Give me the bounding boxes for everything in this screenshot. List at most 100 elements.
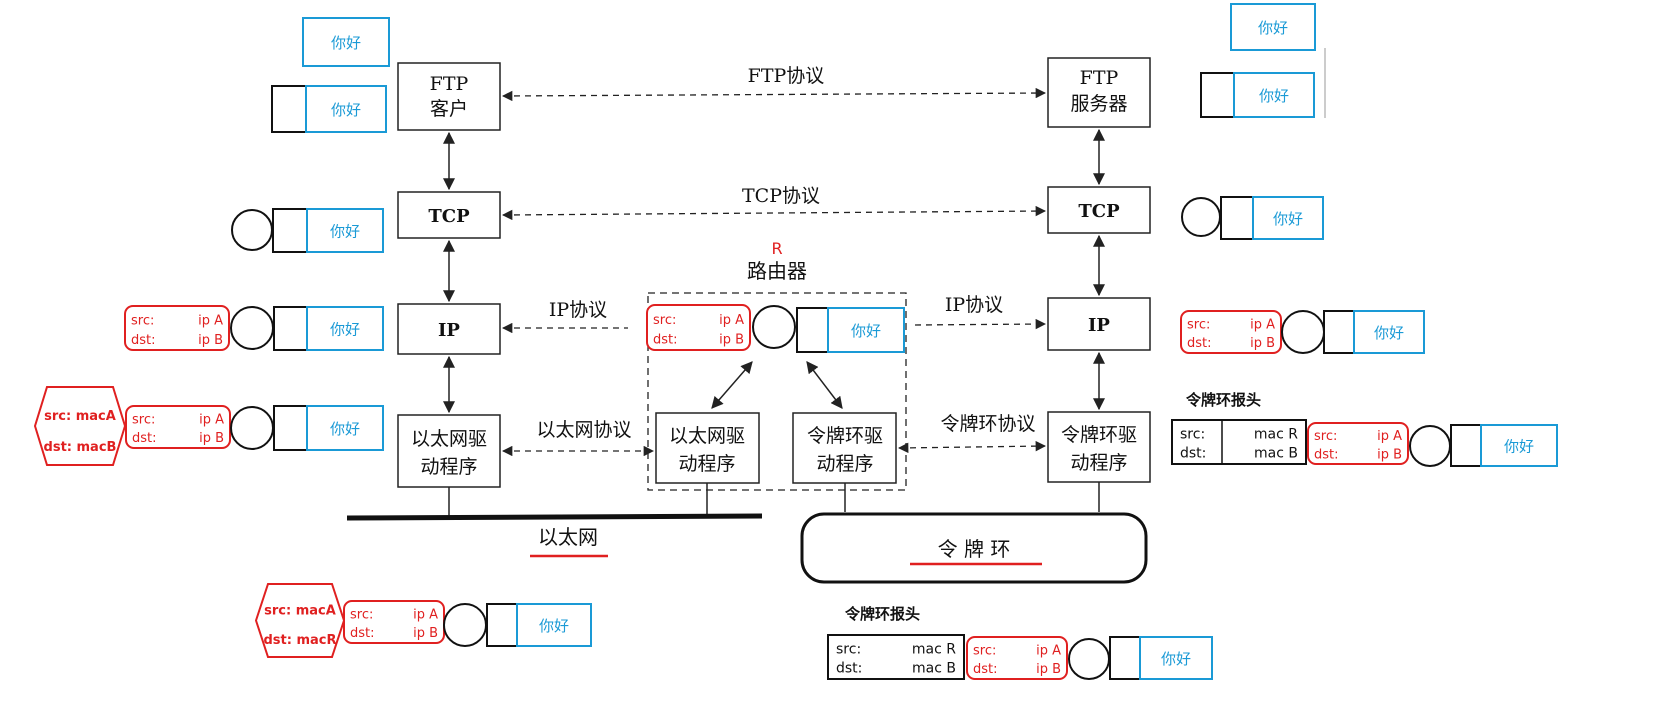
payload-box (306, 306, 384, 351)
ip-header-box (1307, 422, 1409, 465)
svg-text:动程序: 动程序 (420, 456, 477, 478)
svg-text:FTP: FTP (1080, 67, 1119, 89)
payload-text: 你好 (1161, 650, 1191, 668)
ip-dst-label: dst: (131, 333, 156, 348)
ip-src-label: src: (1314, 429, 1337, 444)
payload-box (305, 85, 387, 133)
svg-text:令牌环驱: 令牌环驱 (1061, 424, 1137, 446)
ip-dst-label: dst: (132, 431, 157, 446)
svg-text:令牌环驱: 令牌环驱 (807, 425, 883, 447)
ip-dst-value: ip B (413, 626, 438, 641)
left-tcp-packet: 你好 (271, 85, 387, 133)
ethernet-header-hex (254, 583, 346, 658)
right-tcp-box: TCP (1047, 186, 1151, 234)
payload-box (1230, 3, 1316, 51)
ip-header-box (124, 305, 230, 351)
left-ftp-client-box: FTP 客户 (397, 62, 501, 131)
svg-text:动程序: 动程序 (1070, 452, 1127, 474)
svg-text:TCP: TCP (428, 206, 470, 227)
ip-dst-label: dst: (1314, 447, 1339, 462)
svg-text:服务器: 服务器 (1070, 93, 1127, 115)
tcp-header-square (1323, 310, 1355, 354)
eth-dst: dst: macR (263, 633, 336, 648)
right-ip-packet: 你好 (1181, 196, 1324, 240)
payload-box (306, 405, 384, 451)
right-ftp-server-box: FTP 服务器 (1047, 57, 1151, 128)
ip-src-label: src: (1187, 318, 1210, 333)
tcp-header-square (271, 85, 307, 133)
left-ethernet-driver-box: 以太网驱 动程序 (397, 414, 501, 488)
ethernet-header-hex (33, 386, 127, 466)
tcp-protocol-label: TCP协议 (742, 185, 820, 207)
token-protocol-label: 令牌环协议 (940, 413, 1035, 435)
ip-header-box (125, 405, 231, 449)
ip-header-box (966, 636, 1068, 680)
svg-text:以太网驱: 以太网驱 (669, 425, 745, 447)
right-app-packet: 你好 (1230, 3, 1316, 51)
router-ethernet-driver-box: 以太网驱 动程序 (655, 412, 760, 484)
ip-dst-label: dst: (1187, 336, 1212, 351)
ip-src-label: src: (131, 313, 154, 328)
ip-src-value: ip A (1036, 644, 1061, 659)
token-dst-value: mac B (912, 660, 956, 676)
ethernet-protocol-label: 以太网协议 (536, 419, 631, 441)
ip-left-protocol-label: IP协议 (549, 299, 607, 321)
ip-src-label: src: (350, 608, 373, 623)
svg-text:客户: 客户 (430, 98, 468, 120)
payload-box (1353, 310, 1425, 354)
left-ip-box: IP (397, 303, 501, 355)
ip-dst-value: ip B (1036, 662, 1061, 677)
ip-src-label: src: (973, 644, 996, 659)
token-protocol-arrow (897, 440, 1047, 454)
ip-dst-label: dst: (350, 626, 375, 641)
token-src-value: mac R (912, 641, 956, 657)
tcp-header-square (796, 307, 829, 353)
ip-src-value: ip A (199, 413, 224, 428)
ip-dst-label: dst: (973, 662, 998, 677)
payload-box (1233, 72, 1315, 118)
token-src-label: src: (1180, 426, 1205, 442)
ip-dst-label: dst: (653, 333, 678, 348)
eth-src: src: macA (44, 409, 116, 424)
token-header-box (827, 634, 965, 680)
svg-text:动程序: 动程序 (678, 453, 735, 475)
svg-text:以太网驱: 以太网驱 (411, 428, 487, 450)
ip-src-label: src: (653, 313, 676, 328)
router-eth-ip-arrow (711, 361, 753, 409)
ethernet-label: 以太网 (538, 525, 598, 549)
header-circle (230, 306, 274, 350)
payload-text: 你好 (1273, 210, 1303, 228)
tcp-header-square (486, 603, 518, 647)
tcp-header-square (1109, 636, 1141, 680)
token-ring-label: 令 牌 环 (938, 537, 1011, 561)
header-circle (1068, 638, 1110, 680)
ip-src-label: src: (132, 413, 155, 428)
ip-src-value: ip A (413, 608, 438, 623)
header-circle (443, 603, 487, 647)
svg-text:IP: IP (1088, 315, 1110, 336)
left-app-packet: 你好 (302, 17, 390, 67)
ip-src-value: ip A (1250, 318, 1275, 333)
payload-text: 你好 (1504, 438, 1534, 456)
ip-dst-value: ip B (719, 333, 744, 348)
ip-right-protocol-arrow (914, 318, 1047, 330)
tcp-header-square (1200, 72, 1235, 118)
payload-box (827, 307, 905, 353)
right-ip-box: IP (1047, 297, 1151, 351)
tcp-header-square (1450, 424, 1482, 467)
payload-text: 你好 (1258, 19, 1288, 37)
payload-text: 你好 (539, 617, 569, 635)
header-circle (231, 209, 273, 251)
ip-src-value: ip A (719, 313, 744, 328)
tcp-header-square (272, 208, 308, 253)
token-header-title-bottom: 令牌环报头 (845, 605, 920, 623)
header-circle (1181, 197, 1221, 237)
